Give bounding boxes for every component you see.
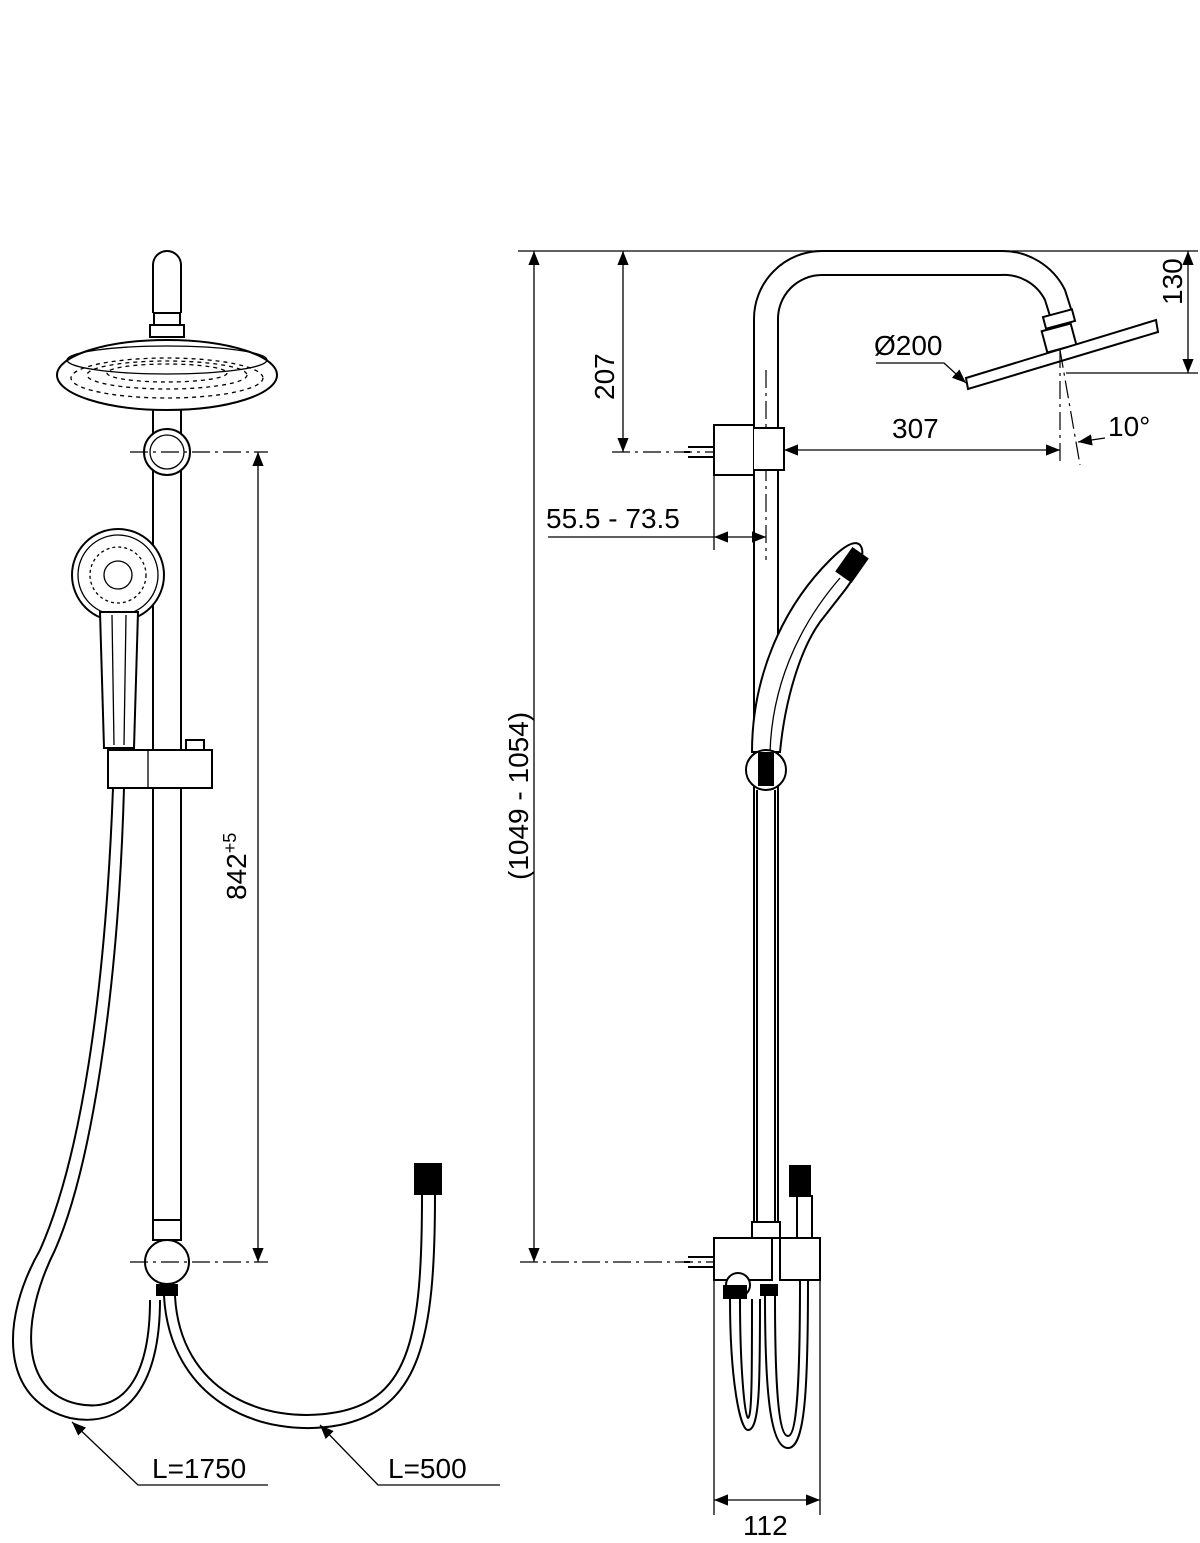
diverter-body — [779, 1237, 821, 1281]
shower-arm-outer — [752, 249, 1073, 430]
shower-arm-inner — [776, 273, 1051, 430]
dim-rain-head-height: 130 — [1157, 258, 1188, 305]
dim-head-tilt: 10° — [1108, 411, 1150, 442]
rain-head-side — [964, 318, 1160, 391]
side-view: (1049 - 1054) 207 130 Ø200 307 10° 55.5 … — [503, 249, 1198, 1541]
rain-head-front — [56, 339, 278, 411]
dim-bracket-spacing: 842+5 — [220, 833, 252, 900]
dim-arm-reach: 307 — [892, 413, 939, 444]
hand-shower-side — [750, 542, 869, 753]
hose-end-fitting — [414, 1163, 442, 1195]
hose-nut — [156, 1284, 178, 1296]
leader-diameter — [876, 362, 967, 384]
front-view: 842+5 L=1750 L=500 — [11, 250, 500, 1486]
hand-shower-hose-label: L=1750 — [152, 1453, 246, 1484]
dim-height-total: (1049 - 1054) — [503, 712, 534, 880]
short-hose-inner — [174, 1194, 423, 1416]
short-hose-outer — [163, 1194, 436, 1429]
side-loop-1 — [729, 1298, 761, 1432]
leader-short-hose — [319, 1424, 500, 1486]
cap-nut — [153, 312, 181, 326]
upper-bracket-side — [713, 424, 755, 476]
head-connector — [149, 324, 185, 338]
side-loop-2 — [764, 1279, 809, 1450]
dim-base-width: 112 — [743, 1510, 788, 1541]
hand-shower-slider — [107, 749, 213, 789]
riser-cap — [152, 250, 182, 313]
hand-shower-front — [71, 528, 165, 749]
dim-rain-head-diameter: Ø200 — [874, 330, 943, 361]
dim-top-to-bracket: 207 — [589, 353, 620, 400]
dim-wall-distance: 55.5 - 73.5 — [546, 503, 680, 534]
leader-long-hose — [71, 1421, 268, 1486]
long-hose-outer — [11, 787, 161, 1421]
long-hose-inner — [30, 787, 151, 1407]
rain-supply-hose-label: L=500 — [388, 1453, 467, 1484]
side-hose-end-fitting — [789, 1165, 811, 1197]
lower-riser-connector — [152, 1219, 182, 1241]
